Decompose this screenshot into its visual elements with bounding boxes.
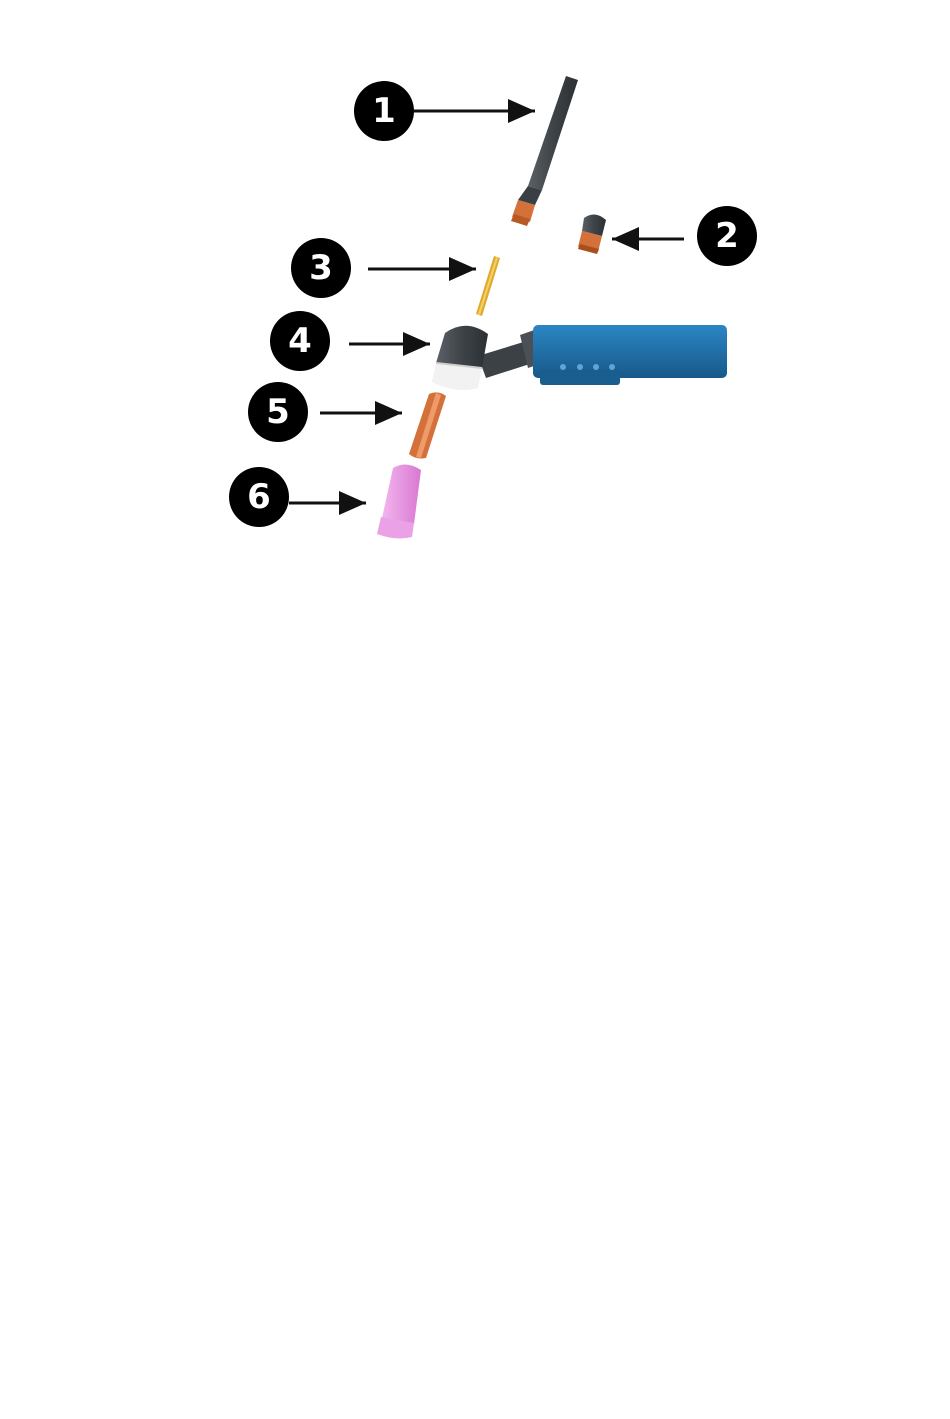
callout-5-label: 5 <box>266 392 290 432</box>
callout-1: 1 <box>354 81 414 141</box>
callout-6: 6 <box>229 467 289 527</box>
callout-5: 5 <box>248 382 308 442</box>
callout-3-label: 3 <box>309 248 333 288</box>
callout-1-label: 1 <box>372 91 396 131</box>
callout-2: 2 <box>697 206 757 266</box>
callout-2-label: 2 <box>715 216 739 256</box>
tungsten-electrode-part <box>476 256 500 316</box>
torch-head-part <box>432 325 727 390</box>
tig-torch-exploded-diagram: 1 2 3 4 5 6 <box>0 0 950 600</box>
callout-6-label: 6 <box>247 477 271 517</box>
ceramic-nozzle-part <box>377 464 421 538</box>
callout-4: 4 <box>270 311 330 371</box>
callout-4-label: 4 <box>288 321 312 361</box>
callout-3: 3 <box>291 238 351 298</box>
back-cap-short-part <box>578 214 606 254</box>
back-cap-long-part <box>511 76 578 226</box>
collet-part <box>409 392 446 458</box>
